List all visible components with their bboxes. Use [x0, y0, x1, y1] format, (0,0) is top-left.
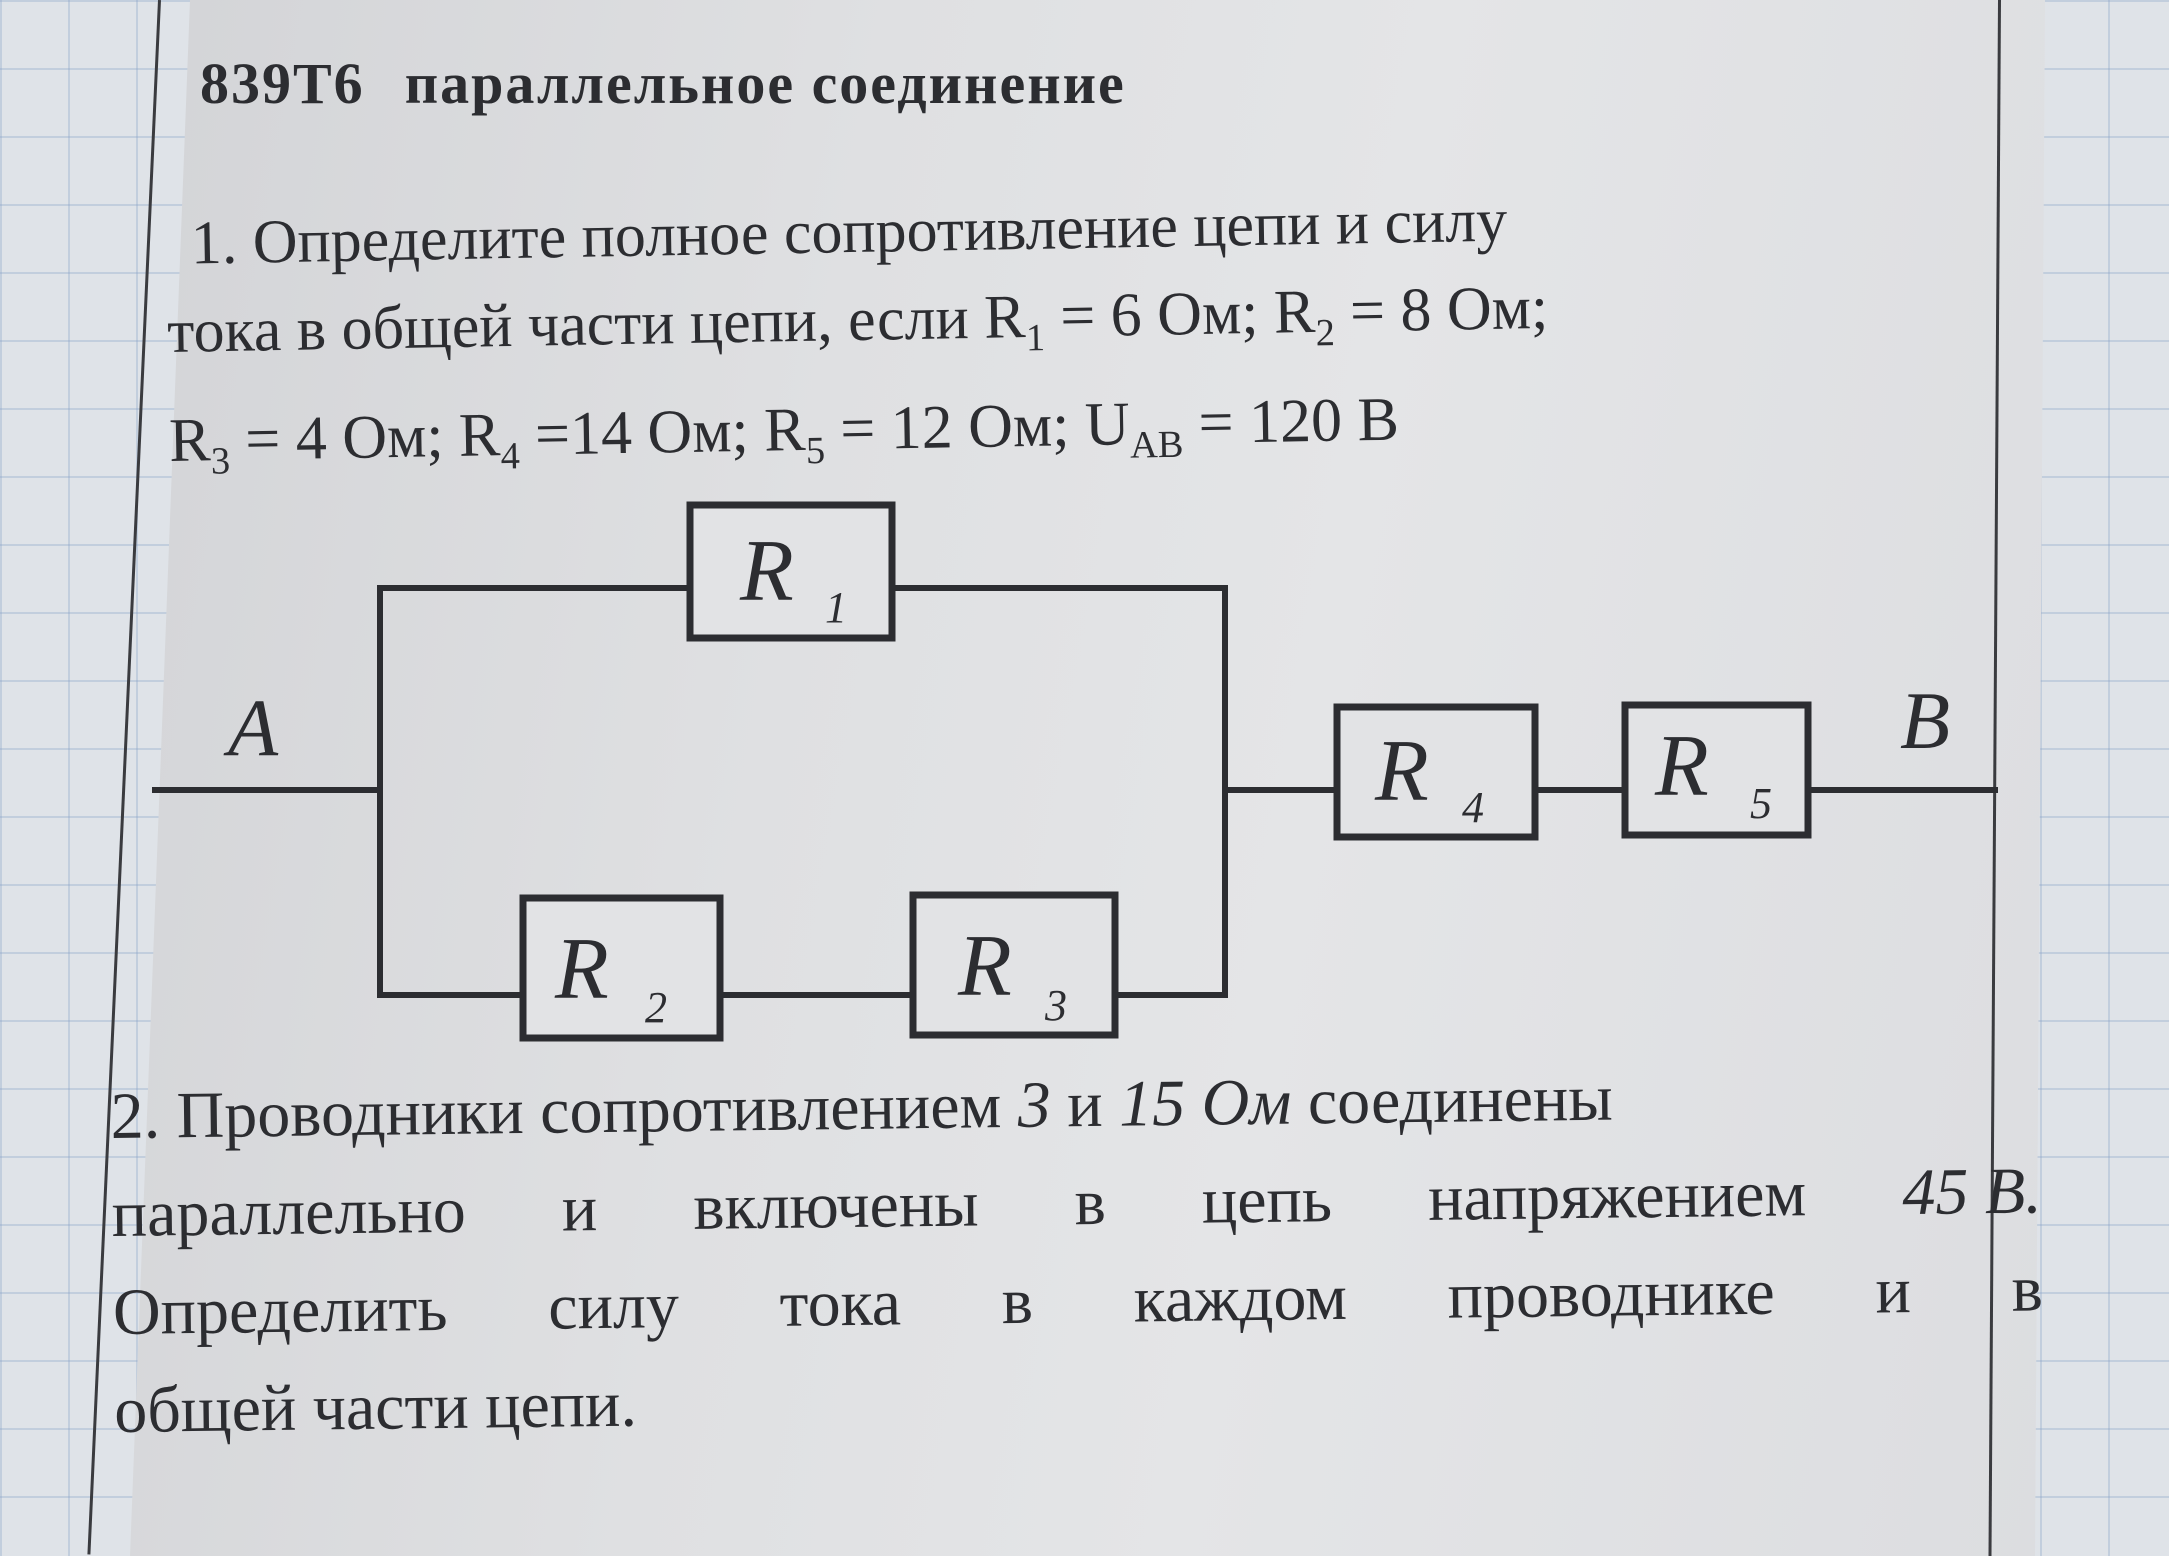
heading-title: параллельное соединение — [404, 51, 1126, 116]
r3-box-subscript: 3 — [1044, 981, 1067, 1030]
word: силу — [547, 1269, 680, 1344]
heading-code: 839Т6 — [200, 51, 365, 116]
node-b-label: B — [1900, 675, 1950, 766]
problem-2-value-3: 3 — [1017, 1068, 1052, 1142]
node-a-label: A — [223, 682, 279, 773]
word: в — [1001, 1264, 1034, 1339]
word: цепь — [1201, 1163, 1333, 1238]
r5-box-subscript: 5 — [1750, 779, 1772, 828]
r4-box-subscript: 4 — [1462, 783, 1484, 832]
problem-2-voltage: 45 В. — [1901, 1154, 2043, 1230]
resistor-r2 — [519, 894, 724, 1042]
word: в — [1074, 1165, 1107, 1240]
word: напряжением — [1427, 1157, 1807, 1235]
word: проводнике — [1447, 1255, 1776, 1333]
word: каждом — [1133, 1260, 1348, 1337]
resistor-r5 — [1621, 701, 1812, 839]
r5-box-letter: R — [1654, 718, 1709, 815]
word: в — [2011, 1252, 2044, 1326]
resistor-r4 — [1333, 703, 1539, 841]
page-heading: 839Т6 параллельное соединение — [200, 50, 1126, 117]
r4-box-letter: R — [1374, 723, 1429, 820]
problem-2-text-a: 2. Проводники сопротивлением — [110, 1068, 1019, 1153]
resistor-r1 — [686, 501, 896, 642]
problem-2-text-b: и — [1050, 1067, 1120, 1142]
word: включены — [692, 1167, 979, 1244]
word: тока — [779, 1266, 902, 1341]
word: и — [561, 1172, 598, 1246]
r2-box-subscript: 2 — [645, 983, 667, 1032]
r3-box-letter: R — [957, 918, 1012, 1015]
problem-2-text-c: соединены — [1290, 1061, 1613, 1139]
r1-box-subscript: 1 — [825, 583, 847, 632]
word: и — [1875, 1254, 1912, 1328]
problem-2-value-15: 15 Ом — [1118, 1065, 1292, 1141]
resistor-r3 — [909, 891, 1119, 1039]
r2-box-letter: R — [554, 921, 609, 1018]
problem-2: 2. Проводники сопротивлением 3 и 15 Ом с… — [110, 1044, 2045, 1460]
word: Определить — [112, 1271, 448, 1349]
r1-box-letter: R — [739, 523, 794, 620]
word: параллельно — [111, 1173, 467, 1251]
